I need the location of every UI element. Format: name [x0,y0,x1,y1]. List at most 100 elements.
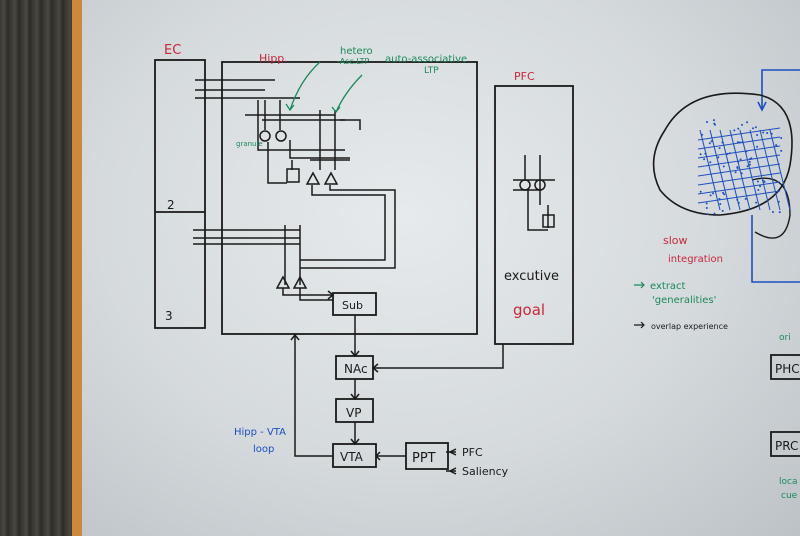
integration-dot [705,207,708,209]
mossy-relay-box [286,168,300,183]
hipp-vta-loop-line1: Hipp - VTA [234,427,286,438]
integration-dot [746,121,749,124]
integration-dot [721,141,724,144]
integration-dot [723,193,726,196]
integration-dot [757,189,760,191]
integration-dot [739,141,741,144]
integration-dot [728,152,731,155]
prc-label: PRC [775,439,798,453]
phc-label: PHC [775,362,800,376]
integration-dot [705,202,708,205]
integration-dot [718,197,721,200]
slow-label: slow [663,234,688,247]
grid-line-b-7 [697,190,781,204]
integration-dot [713,122,716,125]
integration-dot [746,165,749,168]
asc-ltp-label: -Asc.LTP [337,57,370,66]
integration-dot [736,166,739,169]
ca1-pyramid-1 [275,275,291,289]
hipp-vta-loop-line2: loop [253,444,274,455]
pfc-relay-box [542,214,555,228]
integration-dot [722,191,724,194]
cortex-outline [652,92,793,216]
pfc-to-nac [373,344,504,369]
integration-dot [736,141,739,144]
integration-dot [713,212,716,215]
ca3-pyramid-2 [323,171,339,185]
grid-line-b-6 [697,181,781,195]
integration-dot [709,161,712,164]
ppt-input-pfc: PFC [462,446,483,459]
executive-label: excutive [504,269,559,284]
generalities-note: 'generalities' [652,295,716,306]
pfc-label: PFC [514,70,535,83]
extract-note: extract [650,281,686,292]
note-arrow-overlap [634,321,645,329]
loca-fragment: loca [779,477,797,487]
integration-dot [726,153,729,155]
integration-dot [712,192,715,195]
arrow-vta [350,438,360,446]
grid-line-b-0 [697,127,781,141]
ca3-output-1 [289,140,350,159]
integration-dot [759,185,762,188]
integration-dot [770,132,773,135]
pfc-line-3 [527,190,548,231]
grid-line-b-2 [697,145,781,159]
integration-dot [775,144,778,147]
integration-dot [713,119,715,122]
arrow-nac [350,350,360,358]
integration-dot [780,149,783,152]
grid-line-a-2 [719,129,741,211]
integration-dot [741,141,744,144]
sub-label: Sub [342,299,363,312]
hetero-ltp-label: hetero [340,46,373,57]
hetero-ltp-arrow [285,61,321,112]
arrow-pfc-nac [371,363,379,373]
integration-dots [699,119,783,216]
right-blue-frame [751,69,800,283]
integration-dot [734,171,737,174]
integration-dot [741,123,743,126]
vta-to-hipp [294,335,333,457]
integration-dot [717,156,720,159]
integration-dot [748,160,751,163]
grid-line-a-0 [699,129,721,211]
integration-dot [778,211,781,214]
phc-box [770,354,800,380]
ca3-pyramid-1 [305,171,321,185]
ca1-pyramid-2 [292,275,308,289]
integration-dot [721,209,724,212]
ltp-pointer-arrows [285,61,363,114]
integration-dot [745,150,748,153]
nac-label: NAc [344,362,368,376]
integration-dot [752,127,754,130]
auto-ltp-label: LTP [424,66,439,76]
integration-dot [748,163,751,166]
integration-dot [722,165,725,168]
integration-dot [703,158,706,161]
integration-grid [697,127,791,211]
goal-label: goal [513,301,545,319]
integration-dot [755,201,758,204]
pfc-cell-2 [534,179,546,191]
grid-line-a-1 [709,129,731,211]
integration-dot [708,142,711,145]
arrow-hipp [290,333,300,341]
integration-dot [719,203,722,205]
overlap-note: overlap experience [651,322,728,331]
integration-dot [754,126,757,129]
ec-layer-2: 2 [167,198,175,212]
grid-line-a-4 [739,129,761,211]
ec-layer-3: 3 [165,309,173,323]
integration-dot [699,153,702,156]
ppt-input-saliency: Saliency [462,465,509,478]
granule-label: granule [236,140,263,148]
integration-dot [704,152,707,155]
integration-dot [750,157,753,160]
integration-dot [766,132,769,134]
auto-ltp-arrow [331,74,363,114]
ca3-loop-a [300,185,386,261]
integration-label: integration [668,254,723,265]
